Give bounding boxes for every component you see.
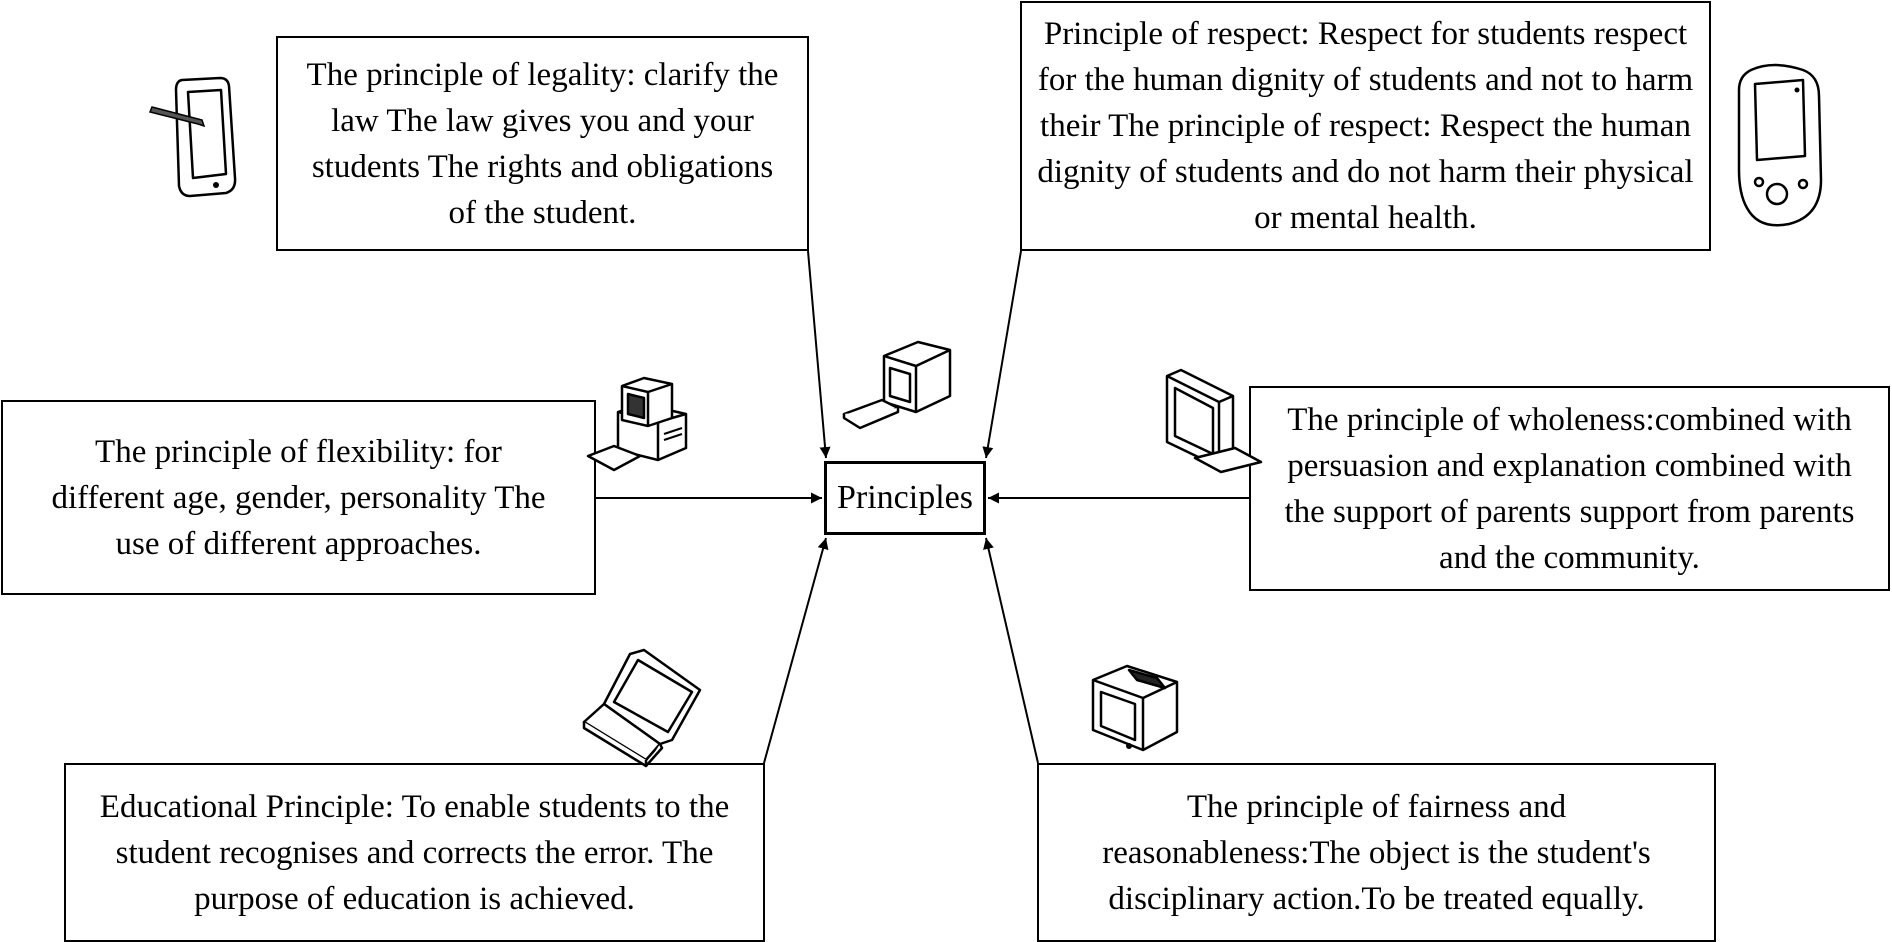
crt-monitor-icon — [1091, 664, 1179, 752]
principles-node: Principles — [824, 461, 986, 535]
lcd-monitor-icon — [1165, 368, 1263, 474]
wholeness-box: The principle of wholeness:combined with… — [1249, 386, 1890, 591]
educational-box: Educational Principle: To enable student… — [64, 763, 765, 942]
principles-label: Principles — [837, 479, 973, 516]
arrow-fairness — [983, 537, 1039, 764]
respect-text: Principle of respect: Respect for studen… — [1037, 16, 1694, 236]
legality-box: The principle of legality: clarify the l… — [276, 36, 809, 251]
pda-icon — [1737, 63, 1823, 227]
wholeness-text: The principle of wholeness:combined with… — [1284, 401, 1855, 576]
workstation-icon — [586, 376, 688, 472]
fairness-text: The principle of fairness and reasonable… — [1102, 788, 1651, 917]
respect-box: Principle of respect: Respect for studen… — [1020, 1, 1711, 251]
laptop-icon — [582, 648, 702, 768]
arrow-respect — [982, 250, 1022, 459]
flexibility-text: The principle of flexibility: for differ… — [51, 433, 546, 562]
fairness-box: The principle of fairness and reasonable… — [1037, 763, 1716, 942]
legality-text: The principle of legality: clarify the l… — [306, 56, 779, 231]
arrow-educational — [763, 537, 829, 764]
arrow-legality — [807, 250, 831, 459]
flexibility-box: The principle of flexibility: for differ… — [1, 400, 596, 595]
tablet-pen-icon — [148, 76, 237, 198]
educational-text: Educational Principle: To enable student… — [99, 788, 730, 917]
desktop-computer-icon — [842, 340, 952, 430]
